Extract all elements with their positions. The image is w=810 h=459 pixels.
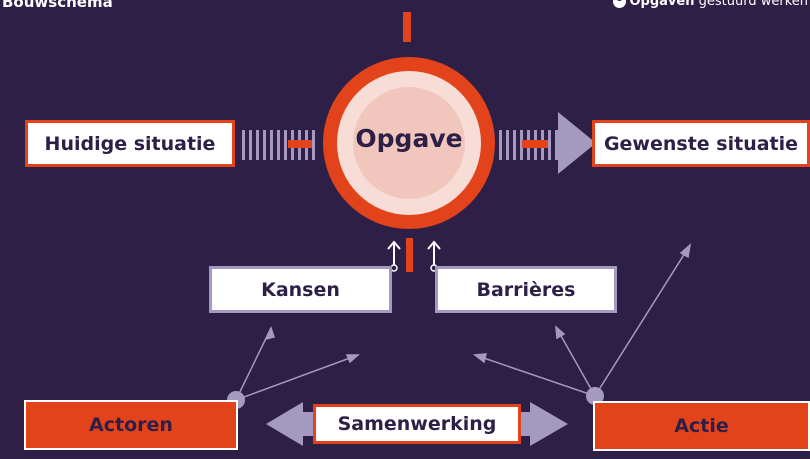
brand-name-rest: gestuurd werken <box>694 0 808 9</box>
actoren-arrows <box>235 325 360 401</box>
barriers-box: Barrières <box>435 266 617 313</box>
opgave-inner-disc <box>353 87 465 199</box>
barrieres-up-arrow <box>427 240 441 268</box>
top-bar <box>403 12 411 42</box>
right-arrowhead <box>558 112 596 174</box>
brand: Opgaven gestuurd werken <box>612 0 808 9</box>
page-title: Bouwschema <box>2 0 113 11</box>
bottom-bar <box>406 238 413 272</box>
action-box: Actie <box>593 401 810 451</box>
current-situation-box: Huidige situatie <box>25 120 235 167</box>
actie-node <box>586 387 604 405</box>
left-dash <box>288 140 312 148</box>
kansen-up-arrow <box>387 240 401 268</box>
desired-situation-box: Gewenste situatie <box>592 120 810 167</box>
actors-box: Actoren <box>24 400 238 450</box>
brand-name-bold: Opgaven <box>629 0 695 9</box>
opportunities-box: Kansen <box>209 266 392 313</box>
brand-logo-icon <box>612 0 626 8</box>
opgave-label: Opgave <box>355 124 463 153</box>
collaboration-box: Samenwerking <box>313 404 521 444</box>
actie-arrows <box>473 243 692 397</box>
right-dash <box>522 140 548 148</box>
